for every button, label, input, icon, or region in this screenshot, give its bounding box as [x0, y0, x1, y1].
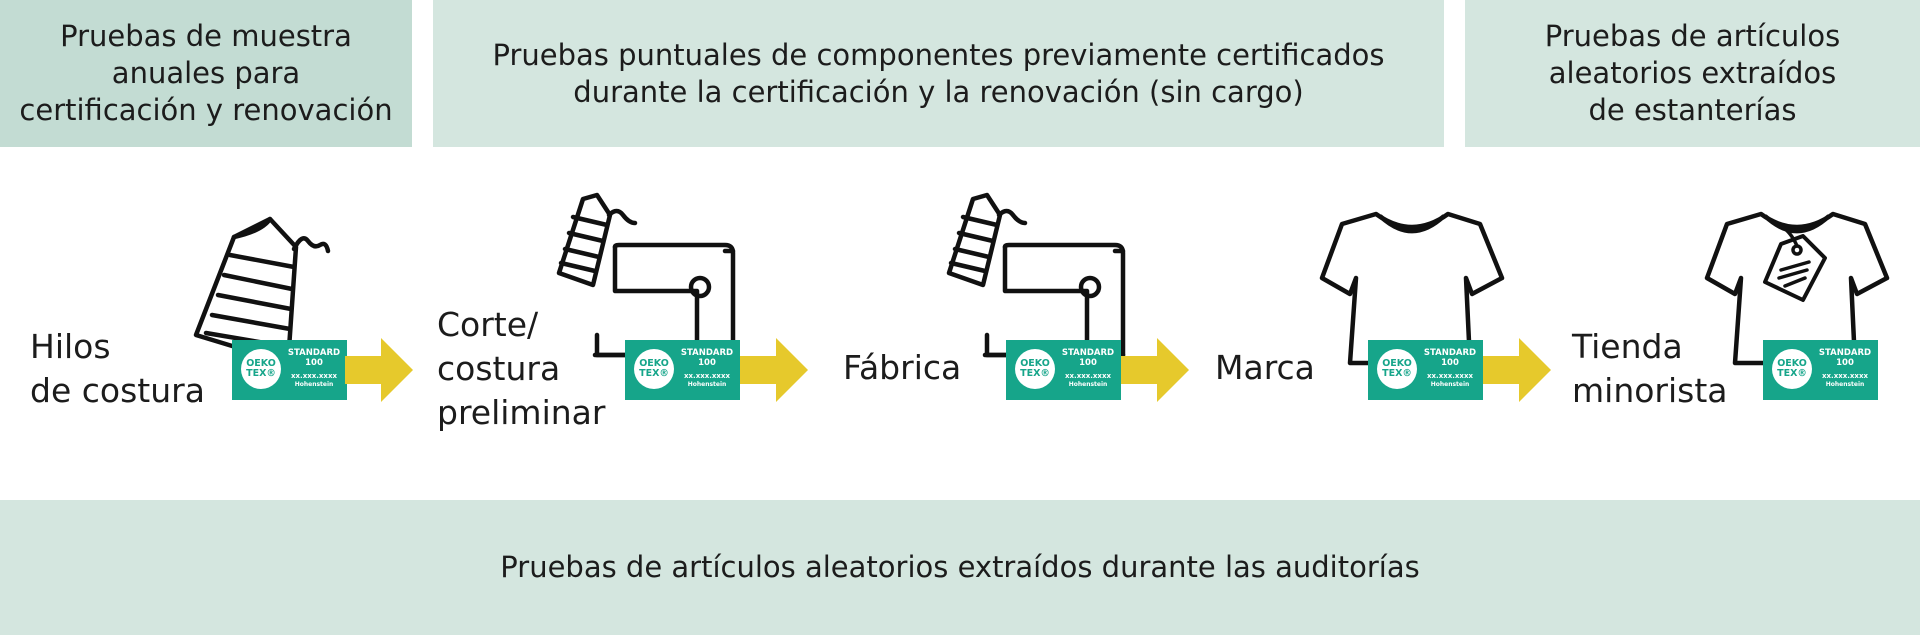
- oeko-tex-label: OEKO TEX® STANDARD 100 xx.xxx.xxxx Hohen…: [1006, 340, 1121, 400]
- tshirt-icon: [1319, 211, 1505, 366]
- oeko-tex-logo: OEKO TEX®: [1015, 349, 1055, 389]
- audit-tests-band: Pruebas de artículos aleatorios extraído…: [0, 500, 1920, 635]
- tshirt-tag-icon: [1704, 211, 1890, 366]
- arrow-right-icon: [1483, 338, 1551, 402]
- stage-label-cutting: Corte/ costura preliminar: [437, 305, 606, 432]
- institute-name: Hohenstein: [1430, 381, 1470, 388]
- institute-name: Hohenstein: [1825, 381, 1865, 388]
- arrow-right-icon: [345, 338, 413, 402]
- stage-label-thread: Hilos de costura: [30, 327, 205, 410]
- annual-sample-tests-band: Pruebas de muestra anuales para certific…: [0, 0, 412, 147]
- oeko-tex-logo: OEKO TEX®: [241, 349, 281, 389]
- oeko-tex-label: OEKO TEX® STANDARD 100 xx.xxx.xxxx Hohen…: [1368, 340, 1483, 400]
- oeko-tex-label: OEKO TEX® STANDARD 100 xx.xxx.xxxx Hohen…: [625, 340, 740, 400]
- arrow-right-icon: [1121, 338, 1189, 402]
- standard-text: STANDARD 100: [1061, 348, 1115, 368]
- standard-text: STANDARD 100: [287, 348, 341, 368]
- shelf-tests-band: Pruebas de artículos aleatorios extraído…: [1465, 0, 1920, 147]
- arrow-right-icon: [740, 338, 808, 402]
- oeko-tex-label: OEKO TEX® STANDARD 100 xx.xxx.xxxx Hohen…: [1763, 340, 1878, 400]
- certificate-number: xx.xxx.xxxx: [291, 372, 337, 380]
- certificate-number: xx.xxx.xxxx: [684, 372, 730, 380]
- standard-text: STANDARD 100: [1423, 348, 1477, 368]
- oeko-tex-logo: OEKO TEX®: [1772, 349, 1812, 389]
- oeko-tex-logo: OEKO TEX®: [634, 349, 674, 389]
- oeko-tex-label: OEKO TEX® STANDARD 100 xx.xxx.xxxx Hohen…: [232, 340, 347, 400]
- certificate-number: xx.xxx.xxxx: [1822, 372, 1868, 380]
- oeko-tex-logo: OEKO TEX®: [1377, 349, 1417, 389]
- institute-name: Hohenstein: [294, 381, 334, 388]
- spot-tests-band: Pruebas puntuales de componentes previam…: [433, 0, 1444, 147]
- institute-name: Hohenstein: [1068, 381, 1108, 388]
- institute-name: Hohenstein: [687, 381, 727, 388]
- certificate-number: xx.xxx.xxxx: [1065, 372, 1111, 380]
- stage-label-brand: Marca: [1215, 348, 1315, 387]
- standard-text: STANDARD 100: [1818, 348, 1872, 368]
- sewing-machine-icon: [946, 192, 1126, 358]
- thread-spool-icon: [193, 216, 331, 366]
- stage-label-factory: Fábrica: [843, 348, 962, 387]
- stage-label-retailer: Tienda minorista: [1572, 327, 1728, 410]
- sewing-machine-icon: [556, 192, 736, 358]
- standard-text: STANDARD 100: [680, 348, 734, 368]
- certificate-number: xx.xxx.xxxx: [1427, 372, 1473, 380]
